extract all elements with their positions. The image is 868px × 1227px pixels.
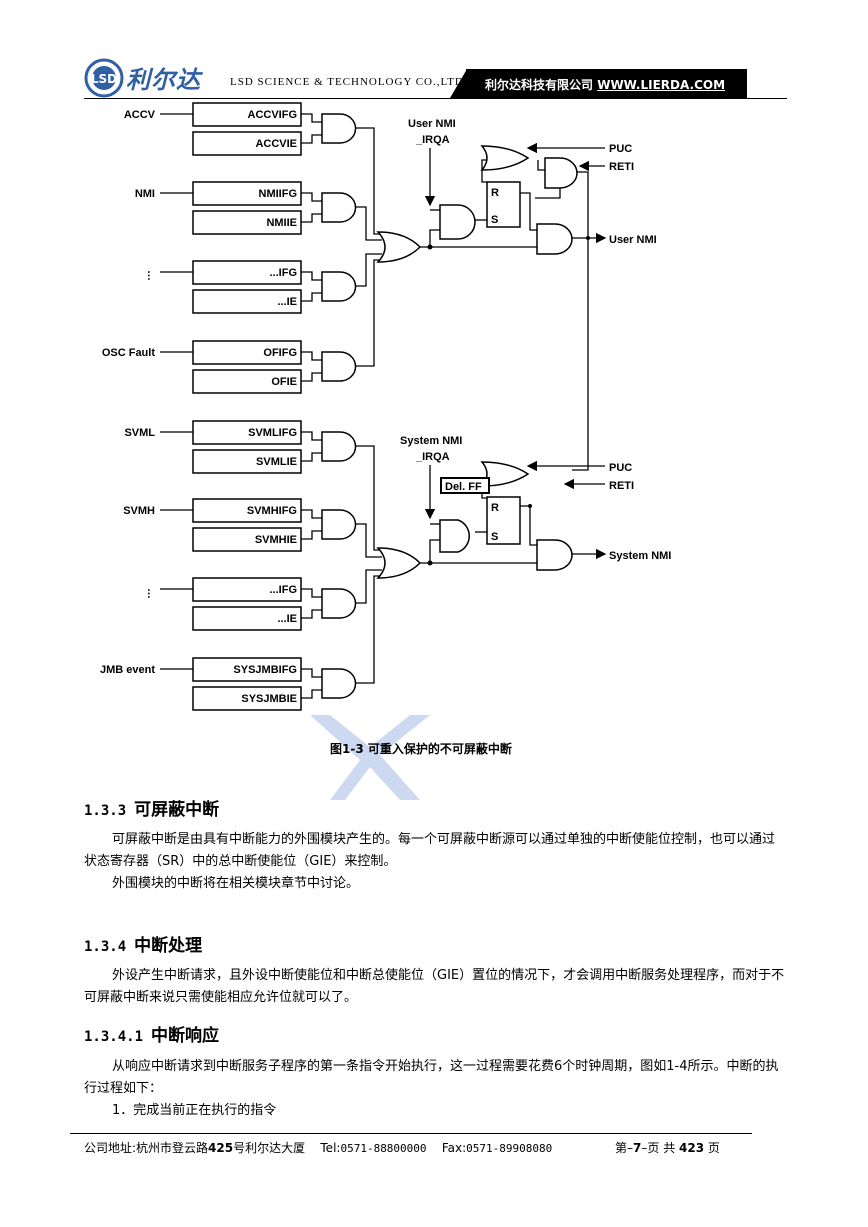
page-current: 7 (633, 1141, 642, 1155)
company-url-link[interactable]: WWW.LIERDA.COM (597, 78, 726, 92)
system-irqa-line1: System NMI (400, 435, 462, 447)
tel-number: 0571-88800000 (340, 1142, 427, 1155)
input-label-svmh: SVMH (123, 505, 155, 517)
paragraph-1-3-3-a: 可屏蔽中断是由具有中断能力的外围模块产生的。每一个可屏蔽中断源可以通过单独的中断… (84, 829, 787, 873)
input-label-nmi: NMI (135, 188, 155, 200)
paragraph-text: 外围模块的中断将在相关模块章节中讨论。 (112, 876, 360, 891)
input-label-jmb-event: JMB event (100, 664, 155, 676)
flag-svmlifg: SVMLIFG (248, 427, 297, 439)
reti-label-system: RETI (609, 480, 634, 492)
puc-label-system: PUC (609, 462, 632, 474)
tel-label: Tel: (320, 1141, 341, 1155)
flag-ifg-2: ...IFG (270, 584, 298, 596)
input-label-svml: SVML (124, 427, 155, 439)
paragraph-text: 从响应中断请求到中断服务子程序的第一条指令开始执行，这一过程需要花费6个时钟周期… (84, 1059, 779, 1096)
company-name-cn-text: 利尔达科技有限公司 (485, 78, 594, 92)
page-mid: 页 共 (647, 1141, 676, 1155)
puc-label-user: PUC (609, 143, 632, 155)
address-label: 公司地址:杭州市登云路 (84, 1141, 209, 1155)
flag-accvifg: ACCVIFG (248, 109, 298, 121)
section-heading-1-3-3: 1.3.3 可屏蔽中断 (84, 795, 219, 820)
flag-ie-1: ...IE (277, 296, 297, 308)
footer-address: 公司地址:杭州市登云路425号利尔达大厦 Tel:0571-88800000 F… (84, 1139, 552, 1156)
flag-ofie: OFIE (271, 376, 297, 388)
page-suffix: 页 (707, 1141, 720, 1155)
fax-label: Fax: (441, 1141, 467, 1155)
flag-accvie: ACCVIE (255, 138, 297, 150)
header-tab (466, 69, 747, 98)
paragraph-1-3-4-1: 从响应中断请求到中断服务子程序的第一条指令开始执行，这一过程需要花费6个时钟周期… (84, 1056, 787, 1100)
section-heading-1-3-4-1: 1.3.4.1 中断响应 (84, 1021, 219, 1046)
paragraph-1-3-4: 外设产生中断请求，且外设中断使能位和中断总使能位（GIE）置位的情况下，才会调用… (84, 965, 787, 1009)
output-system-nmi: System NMI (609, 550, 671, 562)
system-irqa-line2: _IRQA (415, 451, 450, 463)
header-rule (84, 98, 787, 99)
user-irqa-line2: _IRQA (415, 134, 450, 146)
fax-number: 0571-89908080 (466, 1142, 553, 1155)
flag-svmhifg: SVMHIFG (247, 505, 297, 517)
flag-ifg-1: ...IFG (270, 267, 298, 279)
paragraph-1-3-3-b: 外围模块的中断将在相关模块章节中讨论。 (84, 873, 787, 895)
footer-page-number: 第–7–页 共 423 页 (615, 1141, 720, 1155)
flag-ofifg: OFIFG (263, 347, 297, 359)
lsd-logo-icon: LSD (84, 58, 124, 98)
company-name-en: LSD SCIENCE & TECHNOLOGY CO.,LTD (230, 76, 464, 88)
page-total: 423 (679, 1141, 705, 1155)
section-heading-1-3-4: 1.3.4 中断处理 (84, 931, 202, 956)
output-user-nmi: User NMI (609, 234, 657, 246)
ff-s-user: S (491, 214, 498, 226)
ellipsis-upper: … (145, 270, 157, 281)
page-header: LSD 利尔达 LSD SCIENCE & TECHNOLOGY CO.,LTD… (0, 0, 868, 100)
ff-r-user: R (491, 187, 499, 199)
company-name-cn: 利尔达科技有限公司 WWW.LIERDA.COM (485, 76, 725, 93)
section-number: 1.3.4 (84, 939, 127, 955)
ellipsis-lower: … (145, 588, 157, 599)
paragraph-text: 外设产生中断请求，且外设中断使能位和中断总使能位（GIE）置位的情况下，才会调用… (84, 968, 785, 1005)
section-title: 可屏蔽中断 (134, 800, 220, 820)
figure-caption: 图1-3 可重入保护的不可屏蔽中断 (330, 742, 512, 756)
flag-nmiie: NMIIE (266, 217, 297, 229)
list-item-text: 1．完成当前正在执行的指令 (112, 1103, 277, 1118)
nmi-logic-diagram: ACCV NMI OSC Fault SVML SVMH JMB event …… (100, 102, 671, 711)
logo-text: 利尔达 (126, 66, 201, 94)
svg-text:LSD: LSD (91, 72, 117, 86)
address-number: 425 (208, 1141, 234, 1155)
ff-r-system: R (491, 502, 499, 514)
section-title: 中断处理 (134, 936, 203, 956)
footer-rule (70, 1133, 752, 1134)
paragraph-text: 可屏蔽中断是由具有中断能力的外围模块产生的。每一个可屏蔽中断源可以通过单独的中断… (84, 832, 776, 869)
flag-ie-2: ...IE (277, 613, 297, 625)
user-irqa-line1: User NMI (408, 118, 456, 130)
address-rest: 号利尔达大厦 (233, 1141, 306, 1155)
section-number: 1.3.4.1 (84, 1029, 144, 1045)
section-number: 1.3.3 (84, 803, 127, 819)
input-label-osc-fault: OSC Fault (102, 347, 156, 359)
flag-svmlie: SVMLIE (256, 456, 297, 468)
flag-sysjmbifg: SYSJMBIFG (233, 664, 297, 676)
list-item-1: 1．完成当前正在执行的指令 (84, 1100, 787, 1122)
flag-sysjmbie: SYSJMBIE (241, 693, 297, 705)
del-ff-label: Del. FF (445, 481, 482, 493)
reti-label-user: RETI (609, 161, 634, 173)
input-label-accv: ACCV (124, 109, 156, 121)
ff-s-system: S (491, 531, 498, 543)
header-tab-slant (450, 69, 467, 98)
page-prefix: 第 (615, 1141, 628, 1155)
flag-svmhie: SVMHIE (255, 534, 297, 546)
watermark-logo-icon (310, 715, 430, 800)
flag-nmiifg: NMIIFG (259, 188, 298, 200)
section-title: 中断响应 (151, 1026, 220, 1046)
